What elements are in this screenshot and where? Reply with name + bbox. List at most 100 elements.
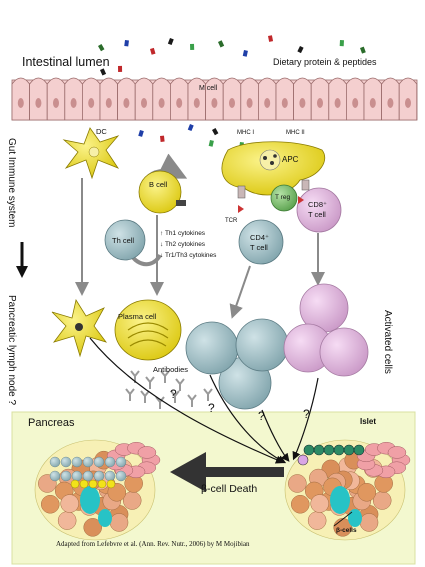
b-cell <box>138 170 182 214</box>
epithelial-nucleus <box>211 98 218 108</box>
infiltrating-t-cell <box>104 456 116 468</box>
epithelial-nucleus <box>405 98 411 108</box>
credit-text: Adapted from Lefebvre et al. (Ann. Rev. … <box>56 540 250 548</box>
peptide-fragment <box>167 37 174 46</box>
epithelial-nucleus <box>70 98 77 108</box>
intestinal-epithelium <box>11 77 418 121</box>
cytokine-th2: ↓ Th2 cytokines <box>160 241 206 248</box>
infiltrating-dc <box>97 479 107 489</box>
acinar-cell <box>307 511 327 530</box>
infiltrating-cell <box>343 444 355 456</box>
infiltrating-t-cell <box>82 470 94 482</box>
duct-cell <box>137 446 157 459</box>
peptide-fragment <box>212 128 219 136</box>
epithelial-nucleus <box>352 98 359 108</box>
dc-to-islet-arrow <box>89 337 285 464</box>
acinar-cell <box>122 491 142 510</box>
activated-cells-label: Activated cells <box>382 310 393 374</box>
beta-cells-label: β-cells <box>336 527 357 534</box>
dietary-label: Dietary protein & peptides <box>273 57 377 67</box>
peptide-fragment <box>339 39 344 47</box>
activated-cd8-cluster <box>283 283 369 377</box>
epithelial-nucleus <box>281 98 288 108</box>
peptide-fragment <box>208 140 214 147</box>
mhc1-label: MHC I <box>237 130 254 136</box>
peptide-fragment <box>242 49 248 57</box>
epithelial-nucleus <box>387 98 394 108</box>
antibodies-label: Antibodies <box>153 365 189 374</box>
epithelial-nucleus <box>317 98 323 108</box>
acinar-cell <box>372 491 392 510</box>
peptide-fragment <box>150 47 156 55</box>
epithelial-nucleus <box>105 98 112 108</box>
cytokine-th2-text: Th2 cytokines <box>164 241 206 248</box>
peptide-fragment <box>359 46 366 54</box>
activated-cd4-cluster <box>185 318 289 410</box>
acinar-cell <box>310 494 329 513</box>
tcr-label: TCR <box>225 218 238 224</box>
epithelial-nucleus <box>264 98 271 108</box>
cytokine-th1-text: Th1 cytokines <box>164 230 206 237</box>
antibodies <box>125 370 213 409</box>
epithelial-nucleus <box>176 98 183 108</box>
cd4-tcr-bridge <box>237 185 246 213</box>
infiltrating-t-cell <box>71 456 83 468</box>
epithelial-nucleus <box>193 98 200 108</box>
cytokine-th1: ↑ Th1 cytokines <box>160 230 206 237</box>
infiltrating-dc <box>79 479 89 489</box>
infiltrating-t-cell <box>93 456 105 468</box>
question-1: ? <box>170 387 177 401</box>
gut-to-lymph-arrow <box>16 242 28 278</box>
infiltrating-cell <box>323 444 335 456</box>
epithelial-nucleus <box>123 98 130 108</box>
question-2: ? <box>208 401 215 415</box>
antibody <box>187 394 197 407</box>
infiltrating-t-cell <box>49 470 61 482</box>
epithelial-nucleus <box>35 98 42 108</box>
islet-left <box>34 439 161 541</box>
antigen-presenting-cell <box>221 141 326 196</box>
infiltrating-t-cell <box>115 470 127 482</box>
cd8-t-cell <box>296 187 342 233</box>
infiltrating-cell <box>333 444 345 456</box>
beta-cell <box>98 509 112 527</box>
infiltrating-t-cell <box>60 456 72 468</box>
epithelial-nucleus <box>229 98 235 108</box>
infiltrating-t-cell <box>71 470 83 482</box>
t-reg-cell <box>270 184 298 212</box>
acinar-cell <box>291 495 310 514</box>
infiltrating-cell <box>313 444 325 456</box>
epithelial-nucleus <box>246 98 253 108</box>
epithelial-nucleus <box>17 98 24 108</box>
beta-cell <box>330 486 350 514</box>
peptide-fragment <box>100 68 107 76</box>
infiltrating-cell <box>303 444 315 456</box>
antibody <box>170 390 180 403</box>
islet-right <box>284 439 411 541</box>
islet-label: Islet <box>360 417 377 426</box>
acinar-cell <box>357 483 377 502</box>
peptide-fragment <box>187 124 194 132</box>
pancreas-title: Pancreas <box>28 417 75 429</box>
peptide-fragment <box>190 43 195 50</box>
duct-cell <box>387 446 407 459</box>
peptide-fragment <box>267 35 274 42</box>
epithelial-nucleus <box>53 98 59 108</box>
cd8-tcr-bridge <box>298 179 310 204</box>
cd4-label-1: CD4⁺ <box>250 233 269 242</box>
mhc2-label: MHC II <box>286 130 305 136</box>
cd8-label-1: CD8⁺ <box>308 200 327 209</box>
thcell-label: Th cell <box>112 236 135 245</box>
question-3: ? <box>258 409 265 423</box>
epithelial-nucleus <box>299 98 306 108</box>
cd8-label-2: T cell <box>308 210 326 219</box>
antibody <box>155 396 165 409</box>
dietary-peptides <box>98 35 366 156</box>
epithelial-nucleus <box>369 98 376 108</box>
mcell-label: M cell <box>199 85 218 92</box>
infiltrating-t-cell <box>49 456 61 468</box>
antibody-to-islet-arrow <box>209 374 287 464</box>
infiltrating-cell <box>297 454 309 466</box>
infiltrating-dc <box>106 479 116 489</box>
